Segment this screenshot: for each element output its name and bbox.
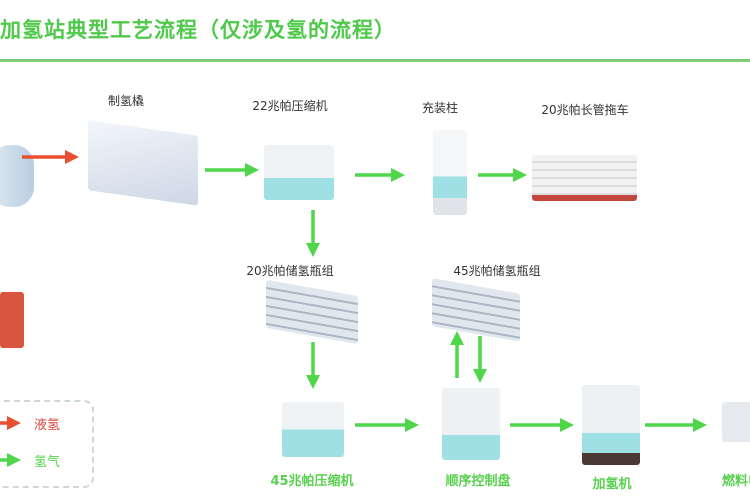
label-compressor-22: 22兆帕压缩机 [252,99,328,113]
label-sequence-panel: 顺序控制盘 [445,474,511,489]
label-hydrogen-skid: 制氢橇 [107,94,145,108]
label-storage-20: 20兆帕储氢瓶组 [246,264,334,278]
fuel-cell-car-image [722,402,750,442]
legend-liquid-label: 液氢 [34,418,61,433]
label-compressor-45: 45兆帕压缩机 [270,474,354,489]
filling-post-image [433,130,467,215]
dispenser-image [582,385,640,465]
legend-gas-label: 氢气 [34,455,61,470]
label-filling-post: 充装柱 [421,101,459,115]
compressor-45-image [282,402,344,457]
page-title: 加氢站典型工艺流程（仅涉及氢的流程） [0,18,396,42]
compressor-22-image [264,145,334,200]
label-tube-trailer: 20兆帕长管拖车 [541,103,629,117]
label-storage-45: 45兆帕储氢瓶组 [453,264,541,278]
truck-image [0,292,24,348]
legend [0,400,94,488]
label-dispenser: 加氢机 [592,477,632,492]
sequence-panel-image [442,388,500,460]
label-fuel-cell: 燃料电 [722,474,750,489]
divider [0,59,750,62]
tube-trailer-image [532,155,637,201]
